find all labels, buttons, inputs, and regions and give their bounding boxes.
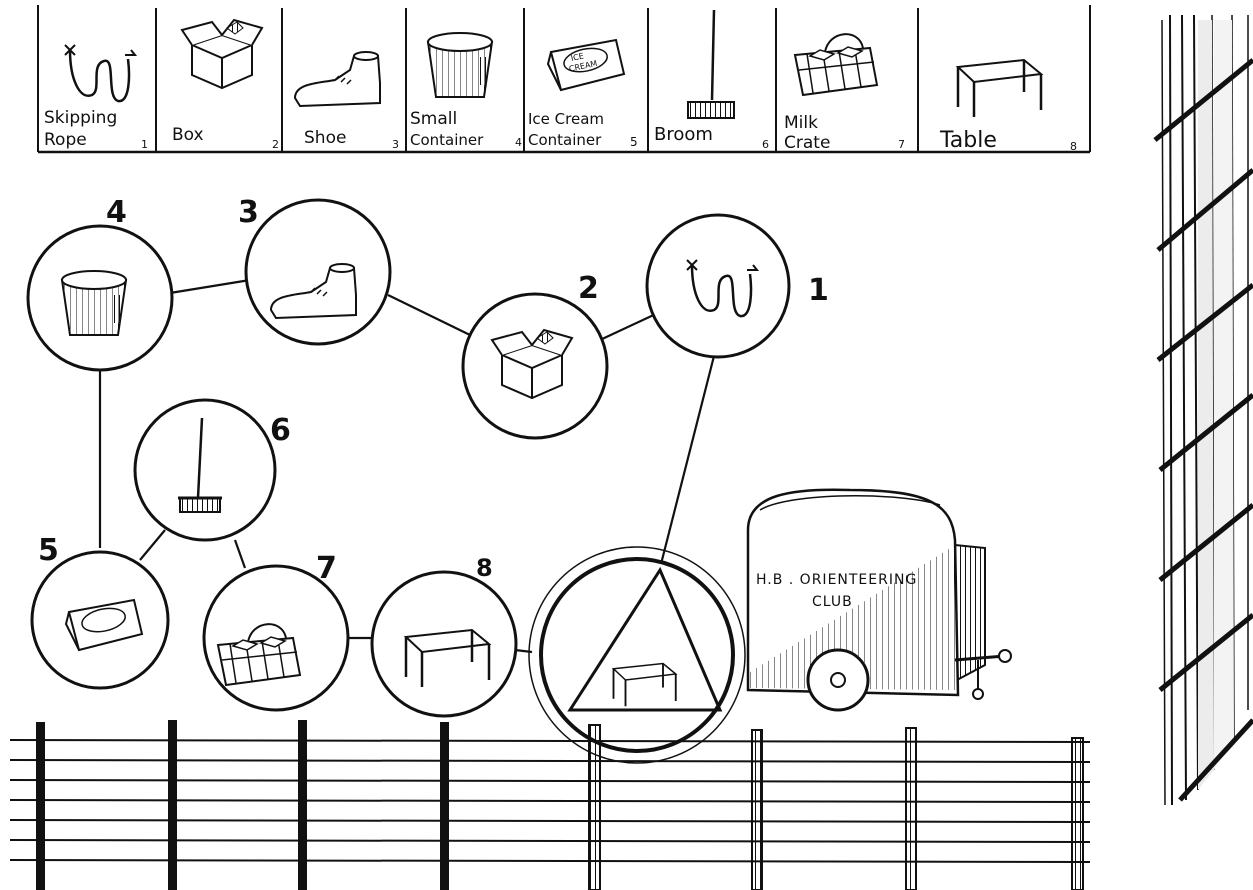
legend-label-line1: Ice Cream: [528, 110, 604, 128]
legend-strip: Skipping Rope 1 Box 2 Shoe 3 Small Conta…: [37, 5, 1091, 154]
legend-label-line1: Small: [410, 109, 457, 129]
control-number: 8: [476, 554, 493, 582]
legend-label-line2: Container: [410, 131, 484, 149]
leg-6-to-7: [233, 539, 247, 569]
control-5: 5: [30, 533, 170, 690]
legend-cell-small-container: Small Container 4: [410, 32, 522, 149]
fence-post: [1071, 737, 1084, 890]
legend-label-line1: Table: [939, 128, 997, 153]
legend-cell-ice-cream-container: ICE CREAM Ice Cream Container 5: [528, 39, 638, 149]
legend-label-line1: Shoe: [304, 128, 346, 148]
legend-number: 5: [630, 135, 638, 149]
trailer-wheel: [806, 648, 870, 712]
fence-post: [905, 727, 917, 890]
control-number: 1: [808, 273, 829, 308]
control-number: 3: [238, 195, 259, 230]
control-number: 7: [316, 551, 337, 586]
legend-label-line1: Skipping: [44, 108, 117, 128]
shoe-icon: [294, 51, 381, 107]
fence-foreground: [9, 720, 1091, 890]
control-number: 2: [578, 271, 599, 306]
fence-post: [168, 720, 177, 890]
small-container-icon: [61, 270, 127, 336]
course-legs: [98, 278, 716, 654]
broom-icon: [710, 9, 716, 101]
control-1: 1: [645, 213, 829, 359]
fence-post: [36, 722, 45, 890]
leg-2-to-3: [387, 294, 471, 336]
fence-panel-right: [1153, 14, 1253, 806]
legend-cell-skipping-rope: Skipping Rope 1: [44, 43, 148, 151]
fence-post: [751, 729, 763, 890]
control-4: 4: [26, 195, 174, 372]
trailer-text-line2: CLUB: [812, 594, 853, 610]
legend-cell-table: Table 8: [939, 58, 1077, 153]
box-icon: [181, 19, 263, 89]
legend-number: 3: [392, 138, 399, 151]
start-triangle-icon: [567, 566, 723, 712]
legend-number: 2: [272, 138, 279, 151]
leg-1-to-2: [599, 311, 661, 341]
ice-cream-icon-text-line1: ICE: [570, 51, 585, 63]
control-number: 5: [38, 533, 59, 568]
control-number: 6: [270, 413, 291, 448]
legend-number: 6: [762, 138, 769, 151]
outer-ring: [528, 546, 746, 764]
control-6: 6: [133, 398, 291, 542]
legend-label-line2: Rope: [44, 130, 87, 150]
fence-post: [588, 724, 601, 890]
legend-label-line1: Broom: [654, 124, 713, 145]
table-icon: [956, 58, 1043, 119]
club-trailer: H.B . ORIENTEERING CLUB: [746, 488, 1012, 712]
legend-label-line2: Crate: [784, 133, 830, 153]
control-2: 2: [461, 271, 609, 440]
control-circle: [244, 198, 392, 346]
legend-cell-milk-crate: Milk Crate 7: [784, 33, 905, 153]
legend-label-line1: Milk: [784, 113, 818, 133]
fence-post: [298, 720, 307, 890]
skipping-rope-icon: [63, 43, 137, 103]
legend-label-line1: Box: [172, 125, 204, 145]
legend-label-line2: Container: [528, 131, 602, 149]
start-finish-control: [528, 546, 746, 764]
legend-number: 1: [141, 138, 148, 151]
control-3: 3: [238, 195, 392, 346]
legend-number: 7: [898, 138, 905, 151]
leg-start-to-1: [658, 355, 716, 569]
legend-cell-shoe: Shoe 3: [294, 51, 399, 151]
legend-cell-box: Box 2: [172, 19, 279, 151]
milk-crate-icon: [794, 33, 878, 96]
control-circle: [133, 398, 277, 542]
leg-5-to-6: [139, 529, 166, 561]
trailer-text-line1: H.B . ORIENTEERING: [756, 572, 917, 588]
control-number: 4: [106, 195, 127, 230]
small-container-icon: [427, 32, 493, 98]
leg-3-to-4: [169, 278, 251, 295]
legend-cell-broom: Broom 6: [654, 9, 769, 151]
legend-number: 8: [1070, 140, 1077, 153]
fence-post: [440, 722, 449, 890]
finish-circle: [539, 557, 735, 753]
control-8: 8: [370, 554, 518, 718]
control-7: 7: [202, 551, 350, 712]
legend-number: 4: [515, 136, 522, 149]
